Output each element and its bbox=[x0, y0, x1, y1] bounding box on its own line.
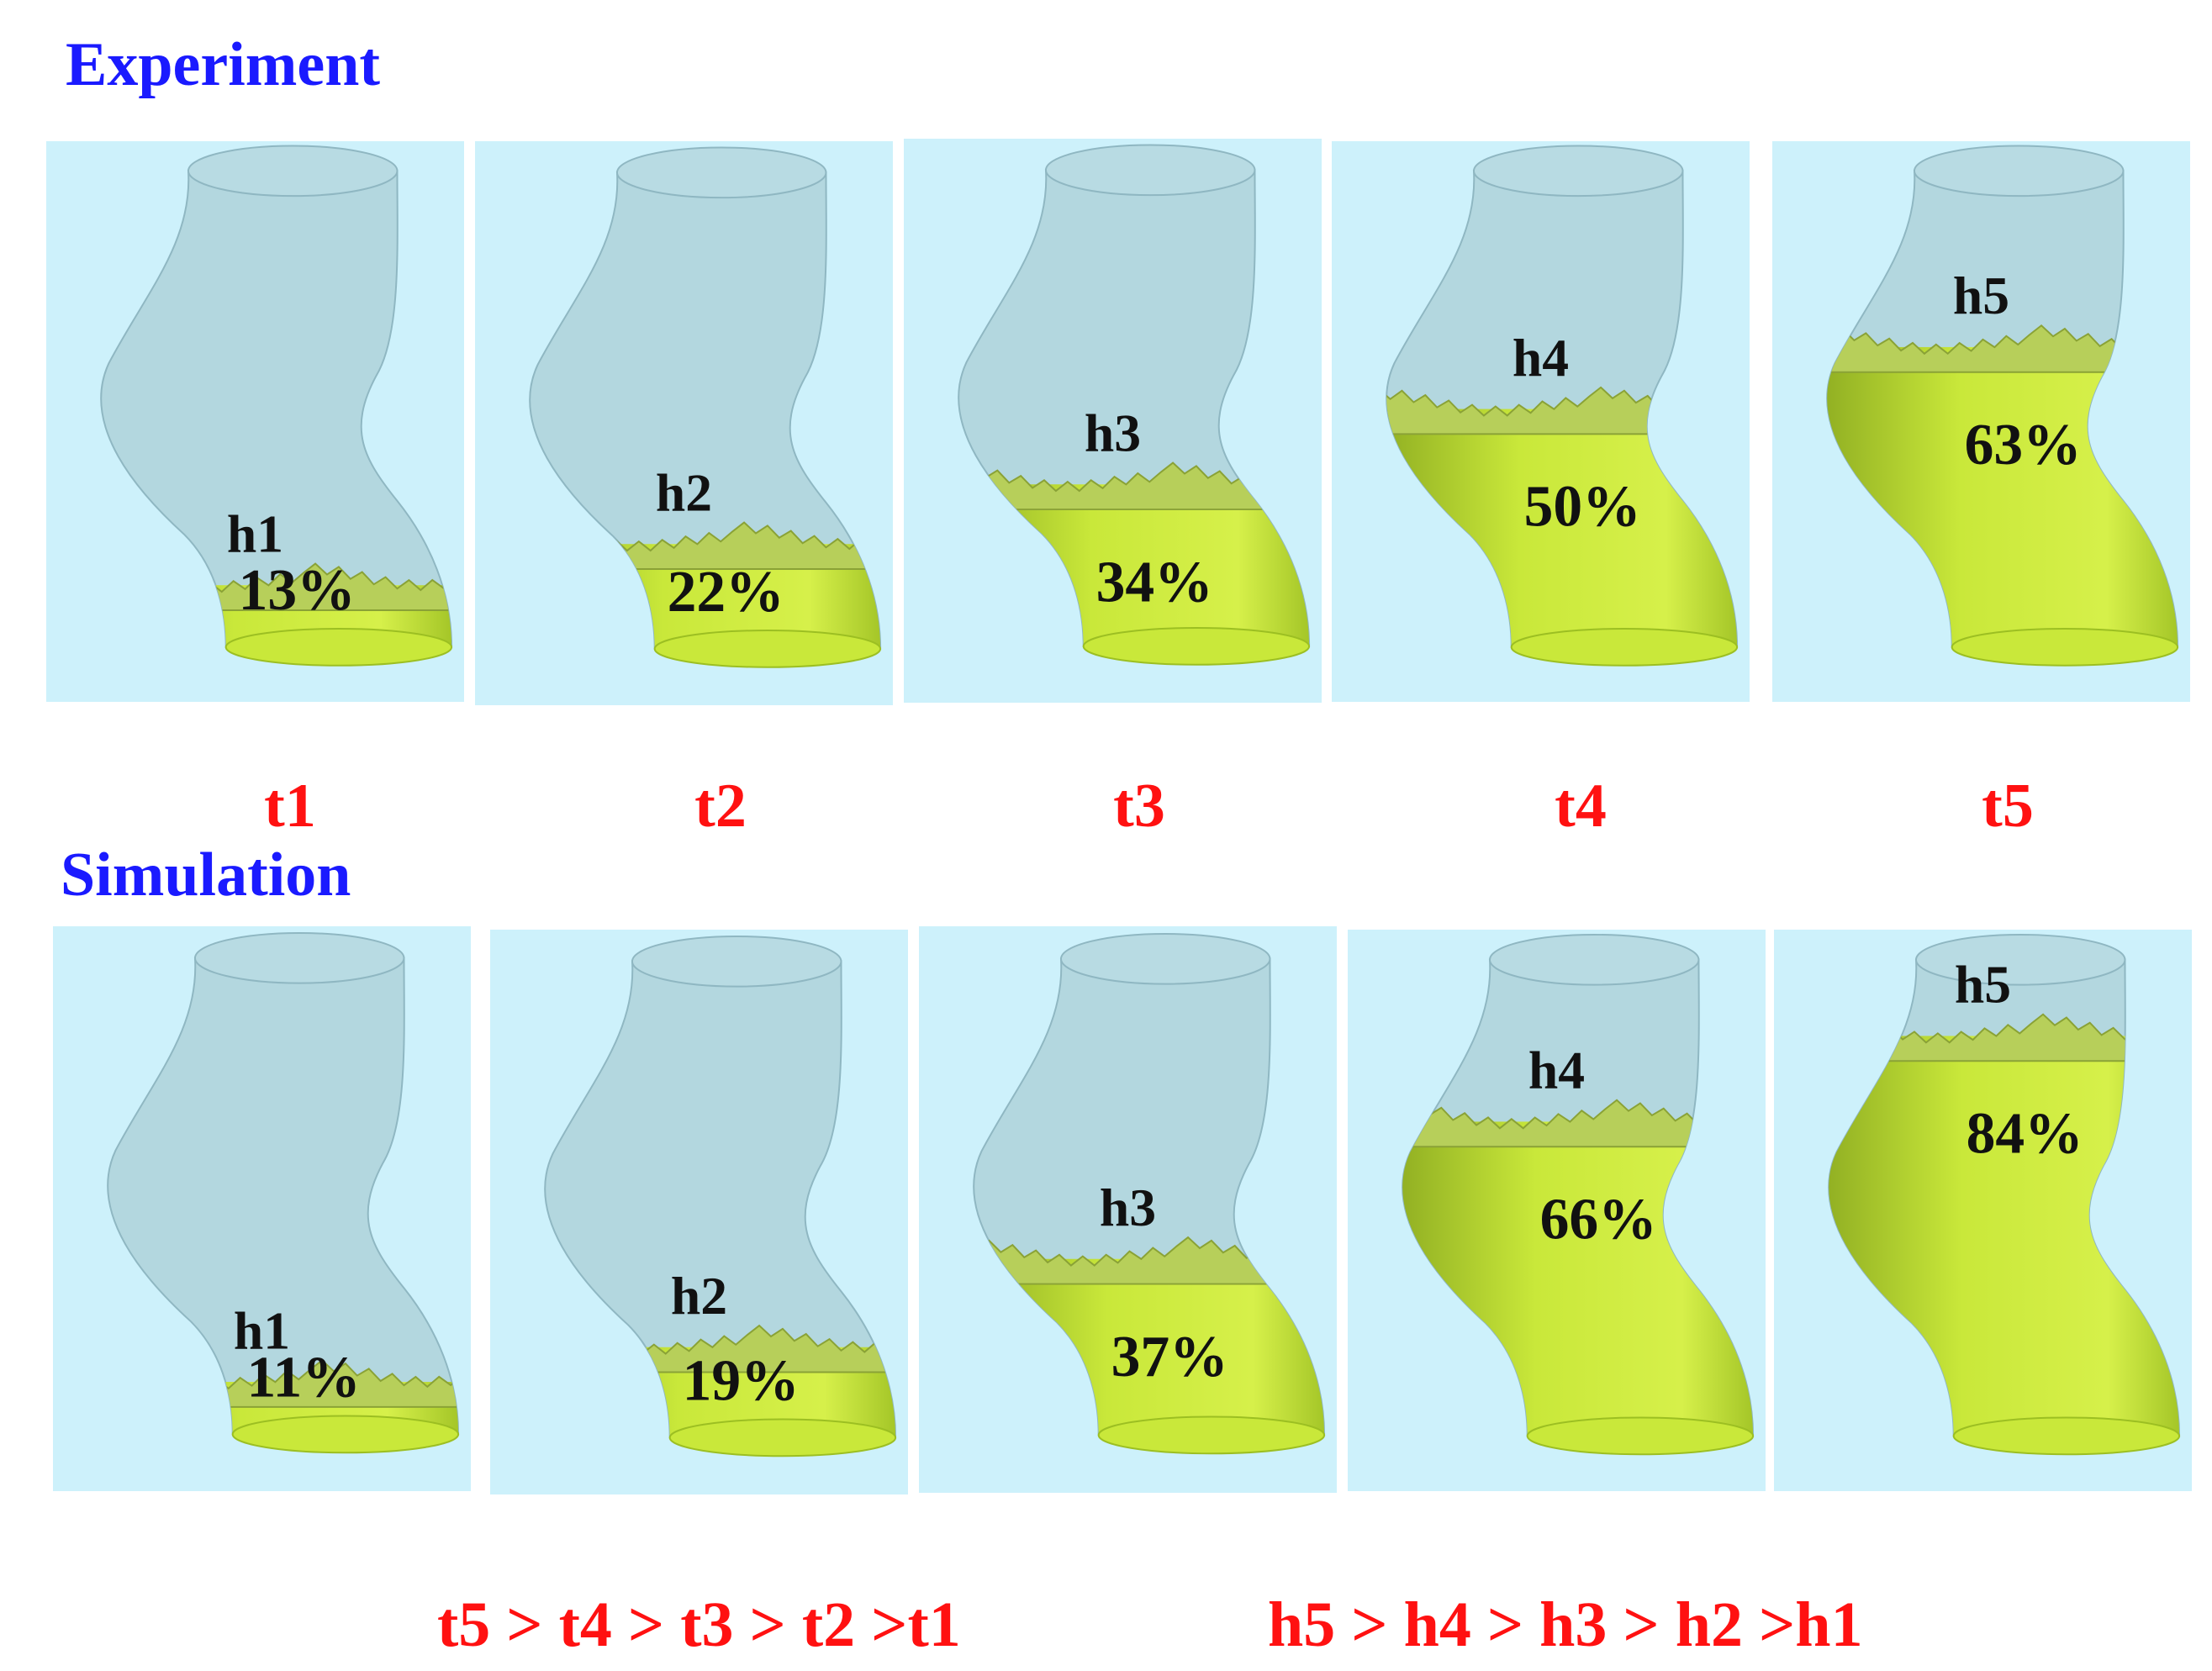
fill-percent: 19% bbox=[683, 1349, 800, 1414]
vessel-bottom bbox=[1526, 1416, 1755, 1456]
height-label: h1 bbox=[227, 503, 283, 563]
height-label: h2 bbox=[671, 1266, 727, 1326]
simulation-vessel-5: h5 84% bbox=[1828, 933, 2181, 1456]
vessel-top-opening bbox=[615, 146, 827, 199]
experiment-vessel-2: h2 22% bbox=[529, 146, 882, 668]
vessel-bottom bbox=[668, 1418, 897, 1458]
fill-percent: 37% bbox=[1111, 1325, 1228, 1389]
time-order-summary: t5 > t4 > t3 > t2 >t1 bbox=[437, 1589, 961, 1660]
experiment-panel-2: h2 22% bbox=[475, 141, 893, 705]
vessel-bottom bbox=[1097, 1415, 1326, 1455]
vessel-bottom bbox=[1510, 628, 1739, 667]
experiment-vessel-4: h4 50% bbox=[1386, 145, 1739, 667]
experiment-panel-4: h4 50% bbox=[1332, 141, 1750, 702]
simulation-panel-5: h5 84% bbox=[1774, 930, 2192, 1491]
fill-percent: 50% bbox=[1524, 475, 1641, 540]
experiment-vessel-5: h5 63% bbox=[1826, 145, 2179, 667]
experiment-vessel-3: h3 34% bbox=[958, 144, 1311, 666]
fill-percent: 13% bbox=[239, 558, 356, 623]
height-label: h1 bbox=[234, 1300, 290, 1360]
vessel-top-opening bbox=[1472, 145, 1684, 198]
vessel-top-opening bbox=[1059, 932, 1271, 985]
time-label-t2: t2 bbox=[694, 772, 747, 841]
vessel-bottom bbox=[231, 1415, 460, 1454]
height-label: h5 bbox=[1953, 266, 2009, 325]
vessel-top-opening bbox=[1914, 933, 2126, 986]
simulation-panel-4: h4 66% bbox=[1348, 930, 1766, 1491]
fill-percent: 63% bbox=[1965, 413, 2082, 477]
height-label: h3 bbox=[1100, 1178, 1156, 1237]
fill-percent: 11% bbox=[247, 1346, 361, 1410]
simulation-vessel-3: h3 37% bbox=[973, 932, 1326, 1455]
vessel-bottom bbox=[653, 630, 882, 668]
time-label-t1: t1 bbox=[264, 772, 316, 841]
vessel-bottom bbox=[1952, 1416, 2181, 1456]
time-label-t3: t3 bbox=[1113, 772, 1165, 841]
vessel-top-opening bbox=[1913, 145, 2125, 198]
fill-percent: 34% bbox=[1096, 550, 1213, 614]
vessel-top-opening bbox=[631, 935, 842, 988]
vessel-top-opening bbox=[193, 931, 405, 984]
simulation-panel-3: h3 37% bbox=[919, 926, 1337, 1493]
experiment-title: Experiment bbox=[66, 30, 381, 99]
experiment-panel-5: h5 63% bbox=[1772, 141, 2190, 702]
height-label: h4 bbox=[1528, 1041, 1585, 1100]
height-label: h4 bbox=[1513, 328, 1569, 387]
vessel-bottom bbox=[1951, 628, 2179, 667]
vessel-bottom bbox=[224, 628, 453, 667]
vessel-top-opening bbox=[1488, 933, 1700, 986]
height-label: h3 bbox=[1085, 403, 1141, 462]
fill-percent: 84% bbox=[1967, 1102, 2083, 1167]
time-label-t5: t5 bbox=[1982, 772, 2034, 841]
height-label: h5 bbox=[1955, 955, 2011, 1015]
vessel-bottom bbox=[1082, 627, 1311, 666]
simulation-title: Simulation bbox=[61, 841, 351, 909]
fill-percent: 66% bbox=[1540, 1188, 1657, 1252]
simulation-vessel-4: h4 66% bbox=[1402, 933, 1755, 1456]
height-label: h2 bbox=[656, 462, 712, 522]
vessel-top-opening bbox=[187, 145, 399, 198]
vessel-top-opening bbox=[1044, 144, 1256, 197]
experiment-panel-3: h3 34% bbox=[904, 139, 1322, 703]
time-label-t4: t4 bbox=[1555, 772, 1607, 841]
height-order-summary: h5 > h4 > h3 > h2 >h1 bbox=[1268, 1589, 1863, 1660]
fill-percent: 22% bbox=[668, 560, 784, 625]
